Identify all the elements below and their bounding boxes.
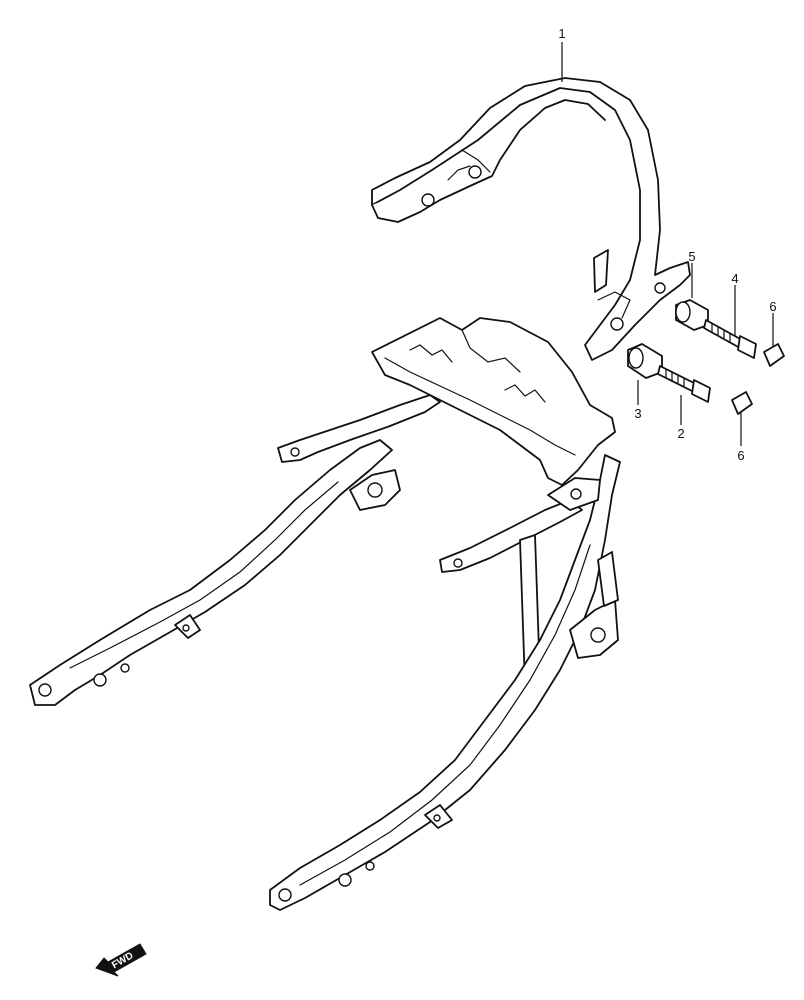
forward-arrow-icon: FWD: [95, 943, 147, 977]
grab-rail-part: [371, 77, 691, 361]
callout-1: 1: [558, 26, 565, 41]
callout-4: 4: [731, 271, 738, 286]
cap-upper-part: [763, 343, 785, 367]
bolt-upper-part: [703, 319, 757, 359]
fwd-label: FWD: [110, 950, 135, 971]
seat-rail-frame: [29, 317, 621, 911]
callout-6-lower: 6: [737, 448, 744, 463]
leader-lines: [561, 42, 774, 446]
spacer-upper-part: [675, 299, 709, 331]
callout-5: 5: [688, 249, 695, 264]
callout-2: 2: [677, 426, 684, 441]
bolt-lower-part: [657, 365, 711, 403]
callout-3: 3: [634, 406, 641, 421]
cap-lower-part: [731, 391, 753, 415]
spacer-lower-part: [627, 343, 663, 379]
callout-6-upper: 6: [769, 299, 776, 314]
